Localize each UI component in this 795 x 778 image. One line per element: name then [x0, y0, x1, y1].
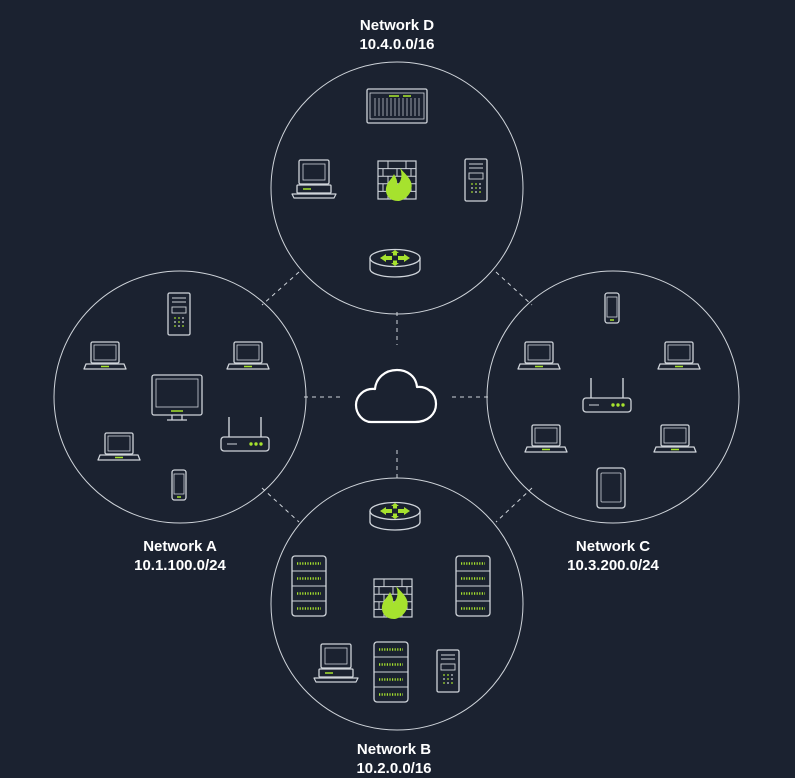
tower-server-icon [167, 292, 191, 336]
network-a-cidr: 10.1.100.0/24 [134, 557, 226, 574]
connector-c-b [495, 487, 533, 523]
network-b-devices [290, 501, 492, 704]
server-rack-icon [372, 640, 410, 704]
laptop-icon [517, 341, 561, 370]
network-d-circle [270, 61, 524, 315]
cloud-icon [354, 368, 438, 424]
network-d-cidr: 10.4.0.0/16 [359, 36, 435, 53]
network-d-devices [291, 88, 488, 278]
network-b-label: Network B 10.2.0.0/16 [284, 740, 504, 778]
router-icon [369, 501, 421, 531]
smartphone-icon [171, 469, 187, 501]
server-rack-icon [366, 88, 428, 124]
network-c-label: Network C 10.3.200.0/24 [503, 537, 723, 575]
laptop-icon [653, 424, 697, 453]
network-b-circle [270, 477, 524, 731]
connector-d-a [261, 271, 300, 306]
wifi-router-icon [582, 377, 632, 413]
firewall-icon [377, 160, 417, 202]
network-b-name: Network B [356, 741, 432, 758]
laptop-icon [226, 341, 270, 370]
network-d-label: Network D 10.4.0.0/16 [287, 16, 507, 54]
firewall-icon [373, 578, 413, 620]
router-icon [369, 248, 421, 278]
network-c-name: Network C [575, 538, 651, 555]
network-a-name: Network A [143, 538, 217, 555]
network-c-cidr: 10.3.200.0/24 [567, 557, 659, 574]
laptop-icon [83, 341, 127, 370]
desktop-pc-icon [291, 159, 337, 199]
laptop-icon [97, 432, 141, 461]
desktop-pc-icon [313, 643, 359, 683]
network-a-circle [53, 270, 307, 524]
tower-server-icon [436, 649, 460, 693]
server-rack-icon [454, 554, 492, 618]
network-a-label: Network A 10.1.100.0/24 [70, 537, 290, 575]
connector-d-c [495, 271, 533, 306]
laptop-icon [657, 341, 701, 370]
network-c-circle [486, 270, 740, 524]
server-rack-icon [290, 554, 328, 618]
wifi-router-icon [220, 416, 270, 452]
network-d-name: Network D [359, 17, 435, 34]
network-c-devices [517, 292, 701, 509]
tablet-icon [596, 467, 626, 509]
connector-lines [261, 271, 533, 523]
monitor-icon [151, 374, 203, 421]
tower-server-icon [464, 158, 488, 202]
connector-a-b [261, 487, 300, 523]
laptop-icon [524, 424, 568, 453]
smartphone-icon [604, 292, 620, 324]
network-b-cidr: 10.2.0.0/16 [356, 760, 432, 777]
network-a-devices [83, 292, 270, 501]
